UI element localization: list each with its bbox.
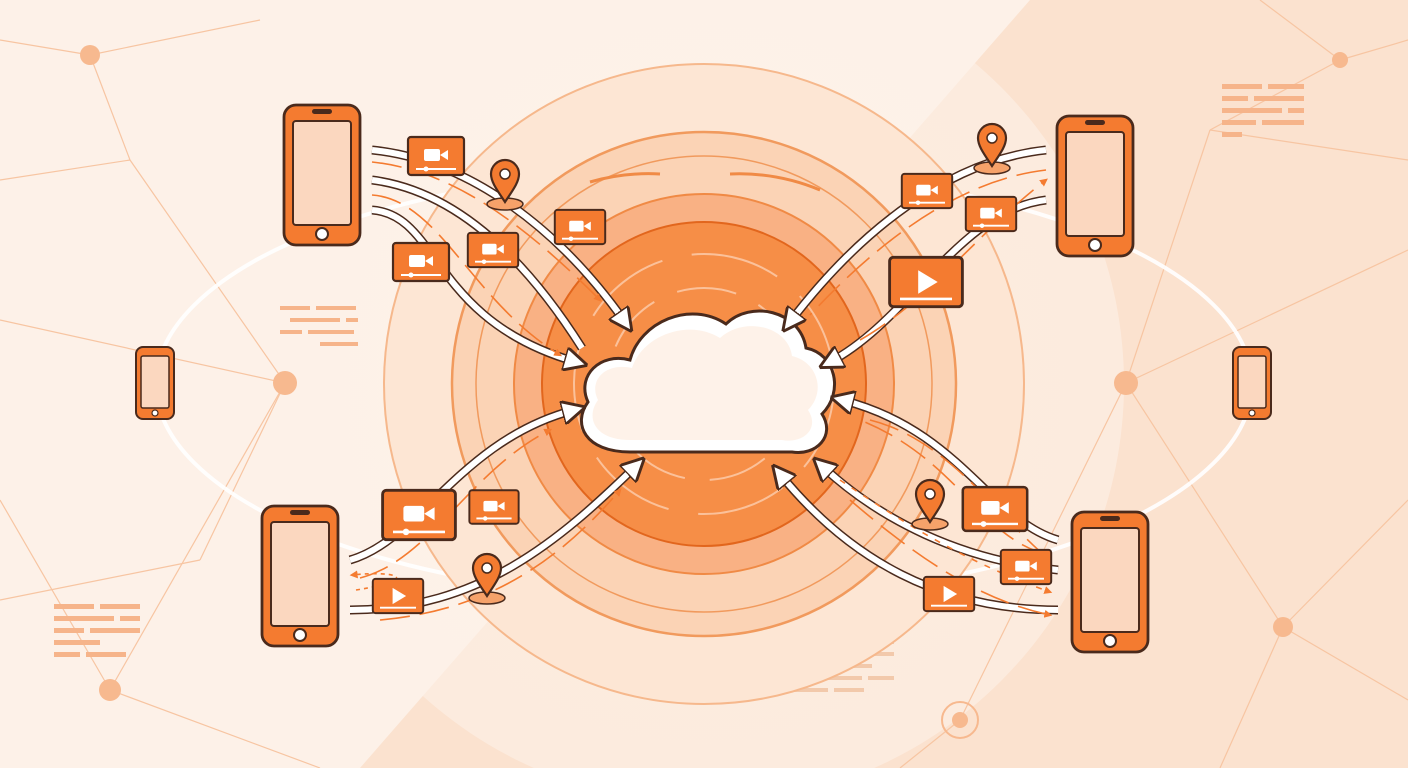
data-flow-lines bbox=[349, 161, 1053, 621]
video-camera-icon bbox=[406, 135, 466, 177]
play-button-icon bbox=[888, 255, 964, 309]
smartphone-icon-bottom-left bbox=[260, 504, 340, 648]
video-camera-icon bbox=[466, 231, 520, 269]
smartphone-icon-mid-left bbox=[135, 346, 175, 420]
mesh-node-ring bbox=[941, 701, 979, 739]
video-camera-icon bbox=[961, 485, 1029, 533]
video-camera-icon bbox=[900, 172, 954, 210]
smartphone-icon-top-left bbox=[282, 103, 362, 247]
mesh-node bbox=[952, 712, 968, 728]
decorative-text-lines-bottom-left bbox=[54, 604, 140, 657]
mesh-nodes bbox=[80, 45, 1348, 701]
video-camera-icon bbox=[964, 195, 1018, 233]
smartphone-icon-bottom-right bbox=[1070, 510, 1150, 654]
video-camera-icon bbox=[999, 548, 1053, 586]
decorative-text-lines-left bbox=[280, 306, 358, 346]
video-camera-icon bbox=[381, 488, 457, 542]
video-camera-icon bbox=[468, 489, 520, 525]
cloud-icon bbox=[579, 309, 836, 454]
smartphone-icon-top-right bbox=[1055, 114, 1135, 258]
play-button-icon bbox=[371, 577, 425, 615]
video-camera-icon bbox=[553, 208, 607, 246]
play-button-icon bbox=[922, 575, 976, 613]
video-camera-icon bbox=[391, 241, 451, 283]
decorative-text-lines-top-right bbox=[1222, 84, 1304, 137]
smartphone-icon-mid-right bbox=[1232, 346, 1272, 420]
